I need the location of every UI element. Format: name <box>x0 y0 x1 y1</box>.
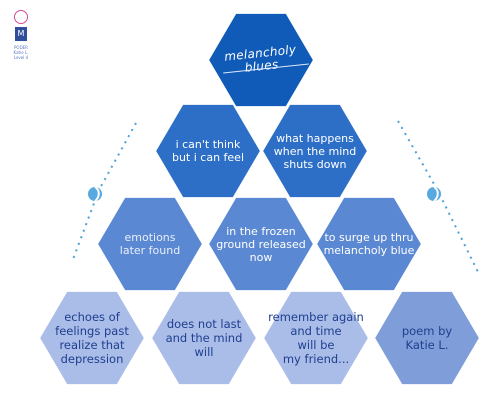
title-text: melancholy blues <box>208 7 314 113</box>
logo-line-3: Level 4 <box>13 55 29 60</box>
logo-icon <box>14 10 28 24</box>
poem-label: emotions later found <box>119 231 181 257</box>
left-swirl-icon <box>88 187 102 201</box>
poem-label: i can't think but i can feel <box>171 138 245 164</box>
poem-label: in the frozen ground released now <box>216 224 306 264</box>
poem-line-block: poem by Katie L. <box>379 290 475 386</box>
poem-label: to surge up thru melancholy blue <box>323 231 415 257</box>
poem-line-block: echoes of feelings past realize that dep… <box>44 290 140 386</box>
poem-line-block: to surge up thru melancholy blue <box>321 196 417 292</box>
poem-label: echoes of feelings past realize that dep… <box>55 310 129 366</box>
logo-line-2: Katie L. <box>13 50 29 55</box>
poem-label: remember again and time will be my frien… <box>268 310 364 366</box>
poem-line-block: does not last and the mind will <box>156 290 252 386</box>
poem-label: what happens when the mind shuts down <box>273 131 357 171</box>
logo-badge: M <box>15 27 27 41</box>
poem-line-block: in the frozen ground released now <box>213 196 309 292</box>
logo-block: M PODER Katie L. Level 4 <box>6 10 36 66</box>
poem-label: does not last and the mind will <box>165 317 243 359</box>
right-arc-icon <box>397 120 479 273</box>
poem-label: poem by Katie L. <box>401 324 453 352</box>
poem-line-block: what happens when the mind shuts down <box>267 103 363 199</box>
poem-line-block: remember again and time will be my frien… <box>268 290 364 386</box>
poem-line-block: emotions later found <box>102 196 198 292</box>
left-arc-icon <box>71 122 137 263</box>
logo-line-1: PODER <box>14 45 28 50</box>
right-swirl-icon <box>427 187 441 201</box>
poem-line-block: i can't think but i can feel <box>160 103 256 199</box>
